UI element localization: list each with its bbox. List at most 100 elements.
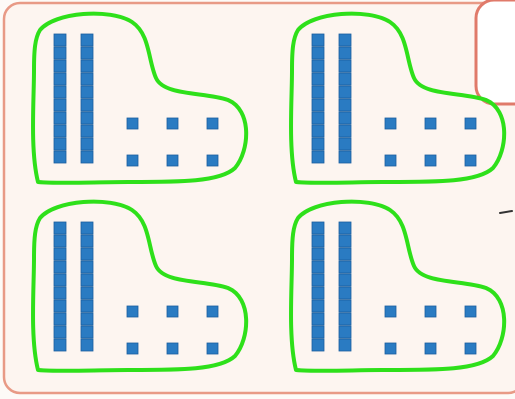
- rod-cube: [81, 222, 93, 234]
- rod-cube: [81, 326, 93, 338]
- rod-cube: [54, 86, 66, 98]
- unit-cube-icon: [127, 343, 138, 354]
- rod-cube: [81, 34, 93, 46]
- unit-cube-icon: [465, 118, 476, 129]
- rod-cube: [81, 125, 93, 137]
- rod-cube: [81, 99, 93, 111]
- rod-cube: [339, 73, 351, 85]
- rod-cube: [312, 235, 324, 247]
- rod-cube: [312, 326, 324, 338]
- unit-cube-icon: [127, 306, 138, 317]
- unit-cube-icon: [385, 306, 396, 317]
- rod-cube: [339, 313, 351, 325]
- rod-cube: [54, 287, 66, 299]
- rod-cube: [339, 112, 351, 124]
- rod-cube: [312, 99, 324, 111]
- rod-cube: [81, 313, 93, 325]
- rod-cube: [54, 151, 66, 163]
- unit-cube-icon: [465, 155, 476, 166]
- rod-cube: [339, 125, 351, 137]
- rod-cube: [312, 248, 324, 260]
- rod-cube: [54, 60, 66, 72]
- rod-cube: [339, 326, 351, 338]
- rod-cube: [81, 287, 93, 299]
- rod-cube: [339, 34, 351, 46]
- rod-cube: [312, 222, 324, 234]
- unit-cube-icon: [127, 155, 138, 166]
- rod-cube: [81, 86, 93, 98]
- unit-cube-icon: [207, 155, 218, 166]
- rod-cube: [312, 73, 324, 85]
- rod-cube: [339, 60, 351, 72]
- rod-cube: [339, 274, 351, 286]
- rod-cube: [81, 60, 93, 72]
- rod-cube: [81, 73, 93, 85]
- unit-cube-icon: [207, 343, 218, 354]
- rod-cube: [81, 261, 93, 273]
- rod-cube: [81, 47, 93, 59]
- rod-cube: [339, 300, 351, 312]
- rod-cube: [81, 248, 93, 260]
- rod-cube: [312, 151, 324, 163]
- rod-cube: [339, 235, 351, 247]
- rod-cube: [54, 326, 66, 338]
- rod-cube: [312, 86, 324, 98]
- rod-cube: [54, 47, 66, 59]
- unit-cube-icon: [425, 306, 436, 317]
- rod-cube: [312, 339, 324, 351]
- rod-cube: [54, 248, 66, 260]
- unit-cube-icon: [127, 118, 138, 129]
- rod-cube: [312, 313, 324, 325]
- rod-cube: [312, 274, 324, 286]
- rod-cube: [312, 34, 324, 46]
- rod-cube: [339, 151, 351, 163]
- rod-cube: [54, 274, 66, 286]
- rod-cube: [339, 47, 351, 59]
- unit-cube-icon: [167, 306, 178, 317]
- rod-cube: [312, 125, 324, 137]
- rod-cube: [54, 261, 66, 273]
- rod-cube: [81, 274, 93, 286]
- unit-cube-icon: [167, 155, 178, 166]
- unit-cube-icon: [425, 155, 436, 166]
- unit-cube-icon: [385, 118, 396, 129]
- unit-cube-icon: [207, 306, 218, 317]
- rod-cube: [81, 151, 93, 163]
- rod-cube: [54, 112, 66, 124]
- unit-cube-icon: [167, 118, 178, 129]
- rod-cube: [339, 287, 351, 299]
- rod-cube: [54, 222, 66, 234]
- rod-cube: [339, 248, 351, 260]
- rod-cube: [339, 86, 351, 98]
- rod-cube: [54, 34, 66, 46]
- rod-cube: [312, 287, 324, 299]
- unit-cube-icon: [465, 306, 476, 317]
- unit-cube-icon: [465, 343, 476, 354]
- rod-cube: [54, 235, 66, 247]
- rod-cube: [339, 339, 351, 351]
- rod-cube: [312, 300, 324, 312]
- callout-box-edge: [476, 0, 515, 104]
- rod-cube: [54, 300, 66, 312]
- unit-cube-icon: [385, 343, 396, 354]
- rod-cube: [312, 112, 324, 124]
- rod-cube: [54, 313, 66, 325]
- rod-cube: [312, 47, 324, 59]
- rod-cube: [81, 339, 93, 351]
- rod-cube: [339, 261, 351, 273]
- rod-cube: [339, 222, 351, 234]
- rod-cube: [339, 99, 351, 111]
- unit-cube-icon: [385, 155, 396, 166]
- rod-cube: [339, 138, 351, 150]
- unit-cube-icon: [167, 343, 178, 354]
- rod-cube: [81, 300, 93, 312]
- rod-cube: [54, 125, 66, 137]
- rod-cube: [312, 60, 324, 72]
- rod-cube: [81, 112, 93, 124]
- unit-cube-icon: [425, 343, 436, 354]
- rod-cube: [54, 138, 66, 150]
- rod-cube: [54, 73, 66, 85]
- rod-cube: [312, 261, 324, 273]
- rod-cube: [54, 339, 66, 351]
- rod-cube: [312, 138, 324, 150]
